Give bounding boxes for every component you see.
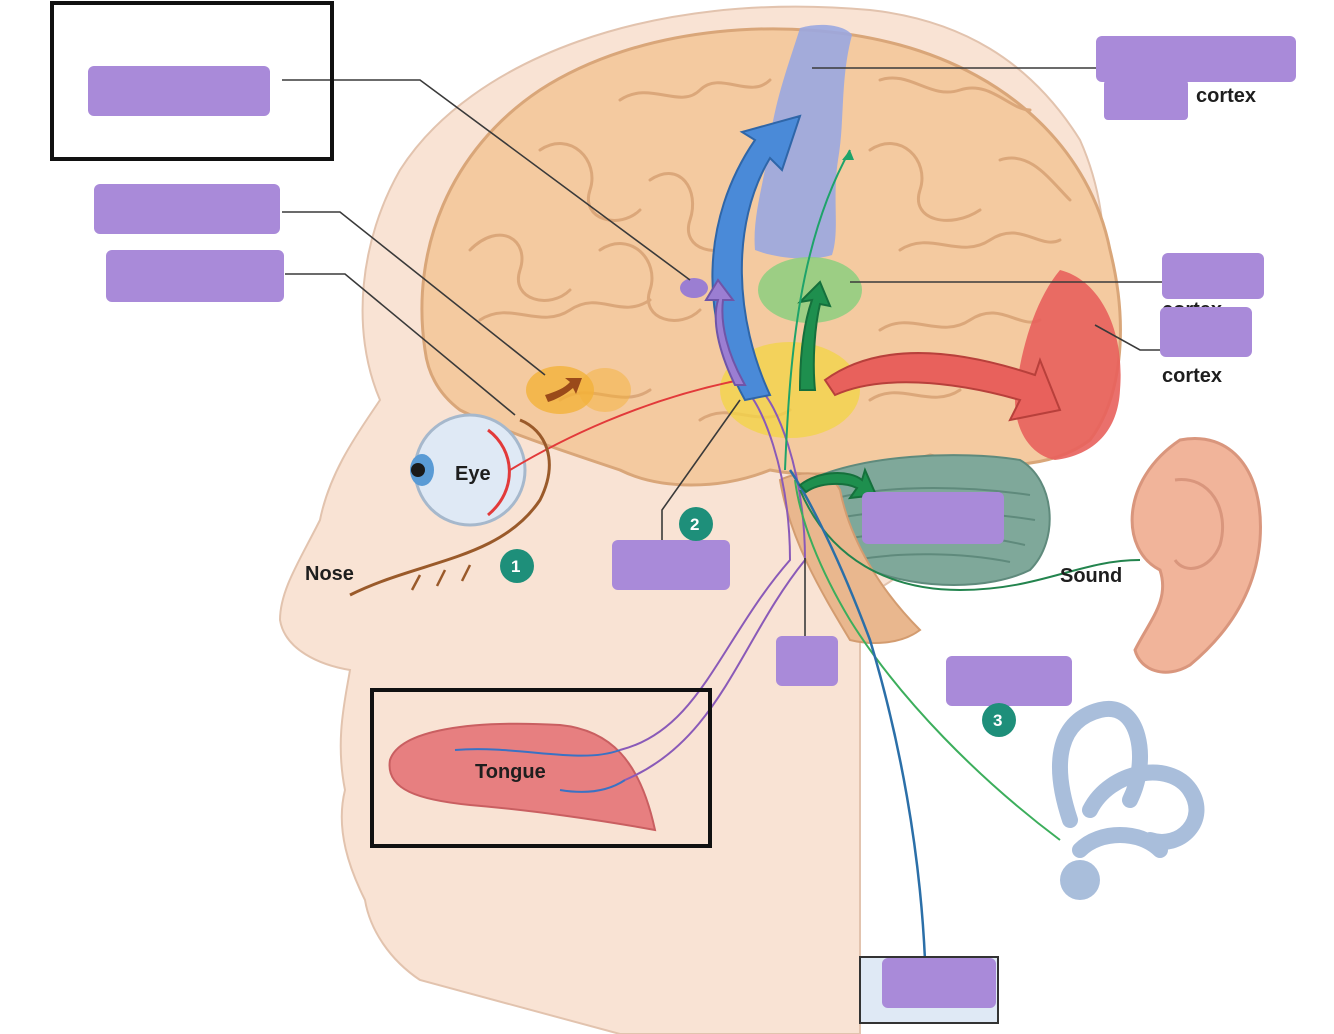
label-mask-left-2[interactable] <box>94 184 280 234</box>
label-mask-right-low[interactable] <box>1160 307 1252 357</box>
gustatory-pathway-1 <box>619 389 792 751</box>
tongue-label: Tongue <box>475 761 546 783</box>
label-mask-thalamus[interactable] <box>612 540 730 590</box>
sound-label: Sound <box>1060 565 1122 587</box>
label-mask-right-top-b[interactable] <box>1104 80 1188 120</box>
badge-2-text: 2 <box>690 515 699 534</box>
arrow-blue <box>711 114 802 402</box>
arrow-purple <box>704 278 747 386</box>
ear-inner-fold <box>1173 478 1225 570</box>
frame-top-left <box>50 1 334 161</box>
arrow-olfactory <box>545 378 582 402</box>
temporal-region <box>579 368 631 412</box>
cortex-label-low: cortex <box>1162 365 1222 387</box>
pupil <box>411 463 425 477</box>
label-mask-bottom[interactable] <box>882 958 996 1008</box>
nose-label: Nose <box>305 563 354 585</box>
badge-1-text: 1 <box>511 557 520 576</box>
optic-tract <box>509 379 741 471</box>
gustatory-region <box>680 278 708 298</box>
leader-left-3 <box>285 273 516 416</box>
tongue-nerve-1 <box>454 748 621 757</box>
retina-arc <box>487 428 511 517</box>
leader-thalamus <box>661 399 741 545</box>
vestibular-pathway <box>794 479 1061 841</box>
label-mask-vestibular[interactable] <box>946 656 1072 706</box>
auditory-pathway <box>799 489 1141 592</box>
label-mask-brainstem[interactable] <box>776 636 838 686</box>
badge-1: 1 <box>500 549 534 583</box>
badge-3: 3 <box>982 703 1016 737</box>
label-mask-right-mid[interactable] <box>1162 253 1264 299</box>
arrow-green <box>797 280 832 391</box>
frame-tongue <box>370 688 712 848</box>
badge-3-text: 3 <box>993 711 1002 730</box>
label-mask-right-top[interactable] <box>1096 36 1296 82</box>
leader-left-2 <box>282 211 546 376</box>
outer-ear <box>1130 437 1262 674</box>
olfactory-branches <box>410 564 472 591</box>
cortex-label-top: cortex <box>1196 85 1256 107</box>
label-mask-cerebellum[interactable] <box>862 492 1004 544</box>
gustatory-pathway-2 <box>624 389 807 781</box>
parietal-association-region <box>758 257 862 323</box>
arrow-somatosensory-tip <box>842 150 854 160</box>
leader-top-left <box>282 79 691 281</box>
label-mask-left-3[interactable] <box>106 250 284 302</box>
leader-right-low <box>1094 324 1162 351</box>
inner-ear <box>1052 700 1205 858</box>
label-mask-top-left[interactable] <box>88 66 270 116</box>
pathway-to-somatosensory <box>784 149 851 471</box>
cochlea <box>1060 860 1100 900</box>
olfactory-nerve <box>349 418 551 597</box>
eye-label: Eye <box>455 463 491 485</box>
arrow-red <box>823 352 1062 422</box>
somatic-pathway <box>788 469 927 961</box>
tongue-nerve-2 <box>559 779 626 793</box>
badge-2: 2 <box>679 507 713 541</box>
